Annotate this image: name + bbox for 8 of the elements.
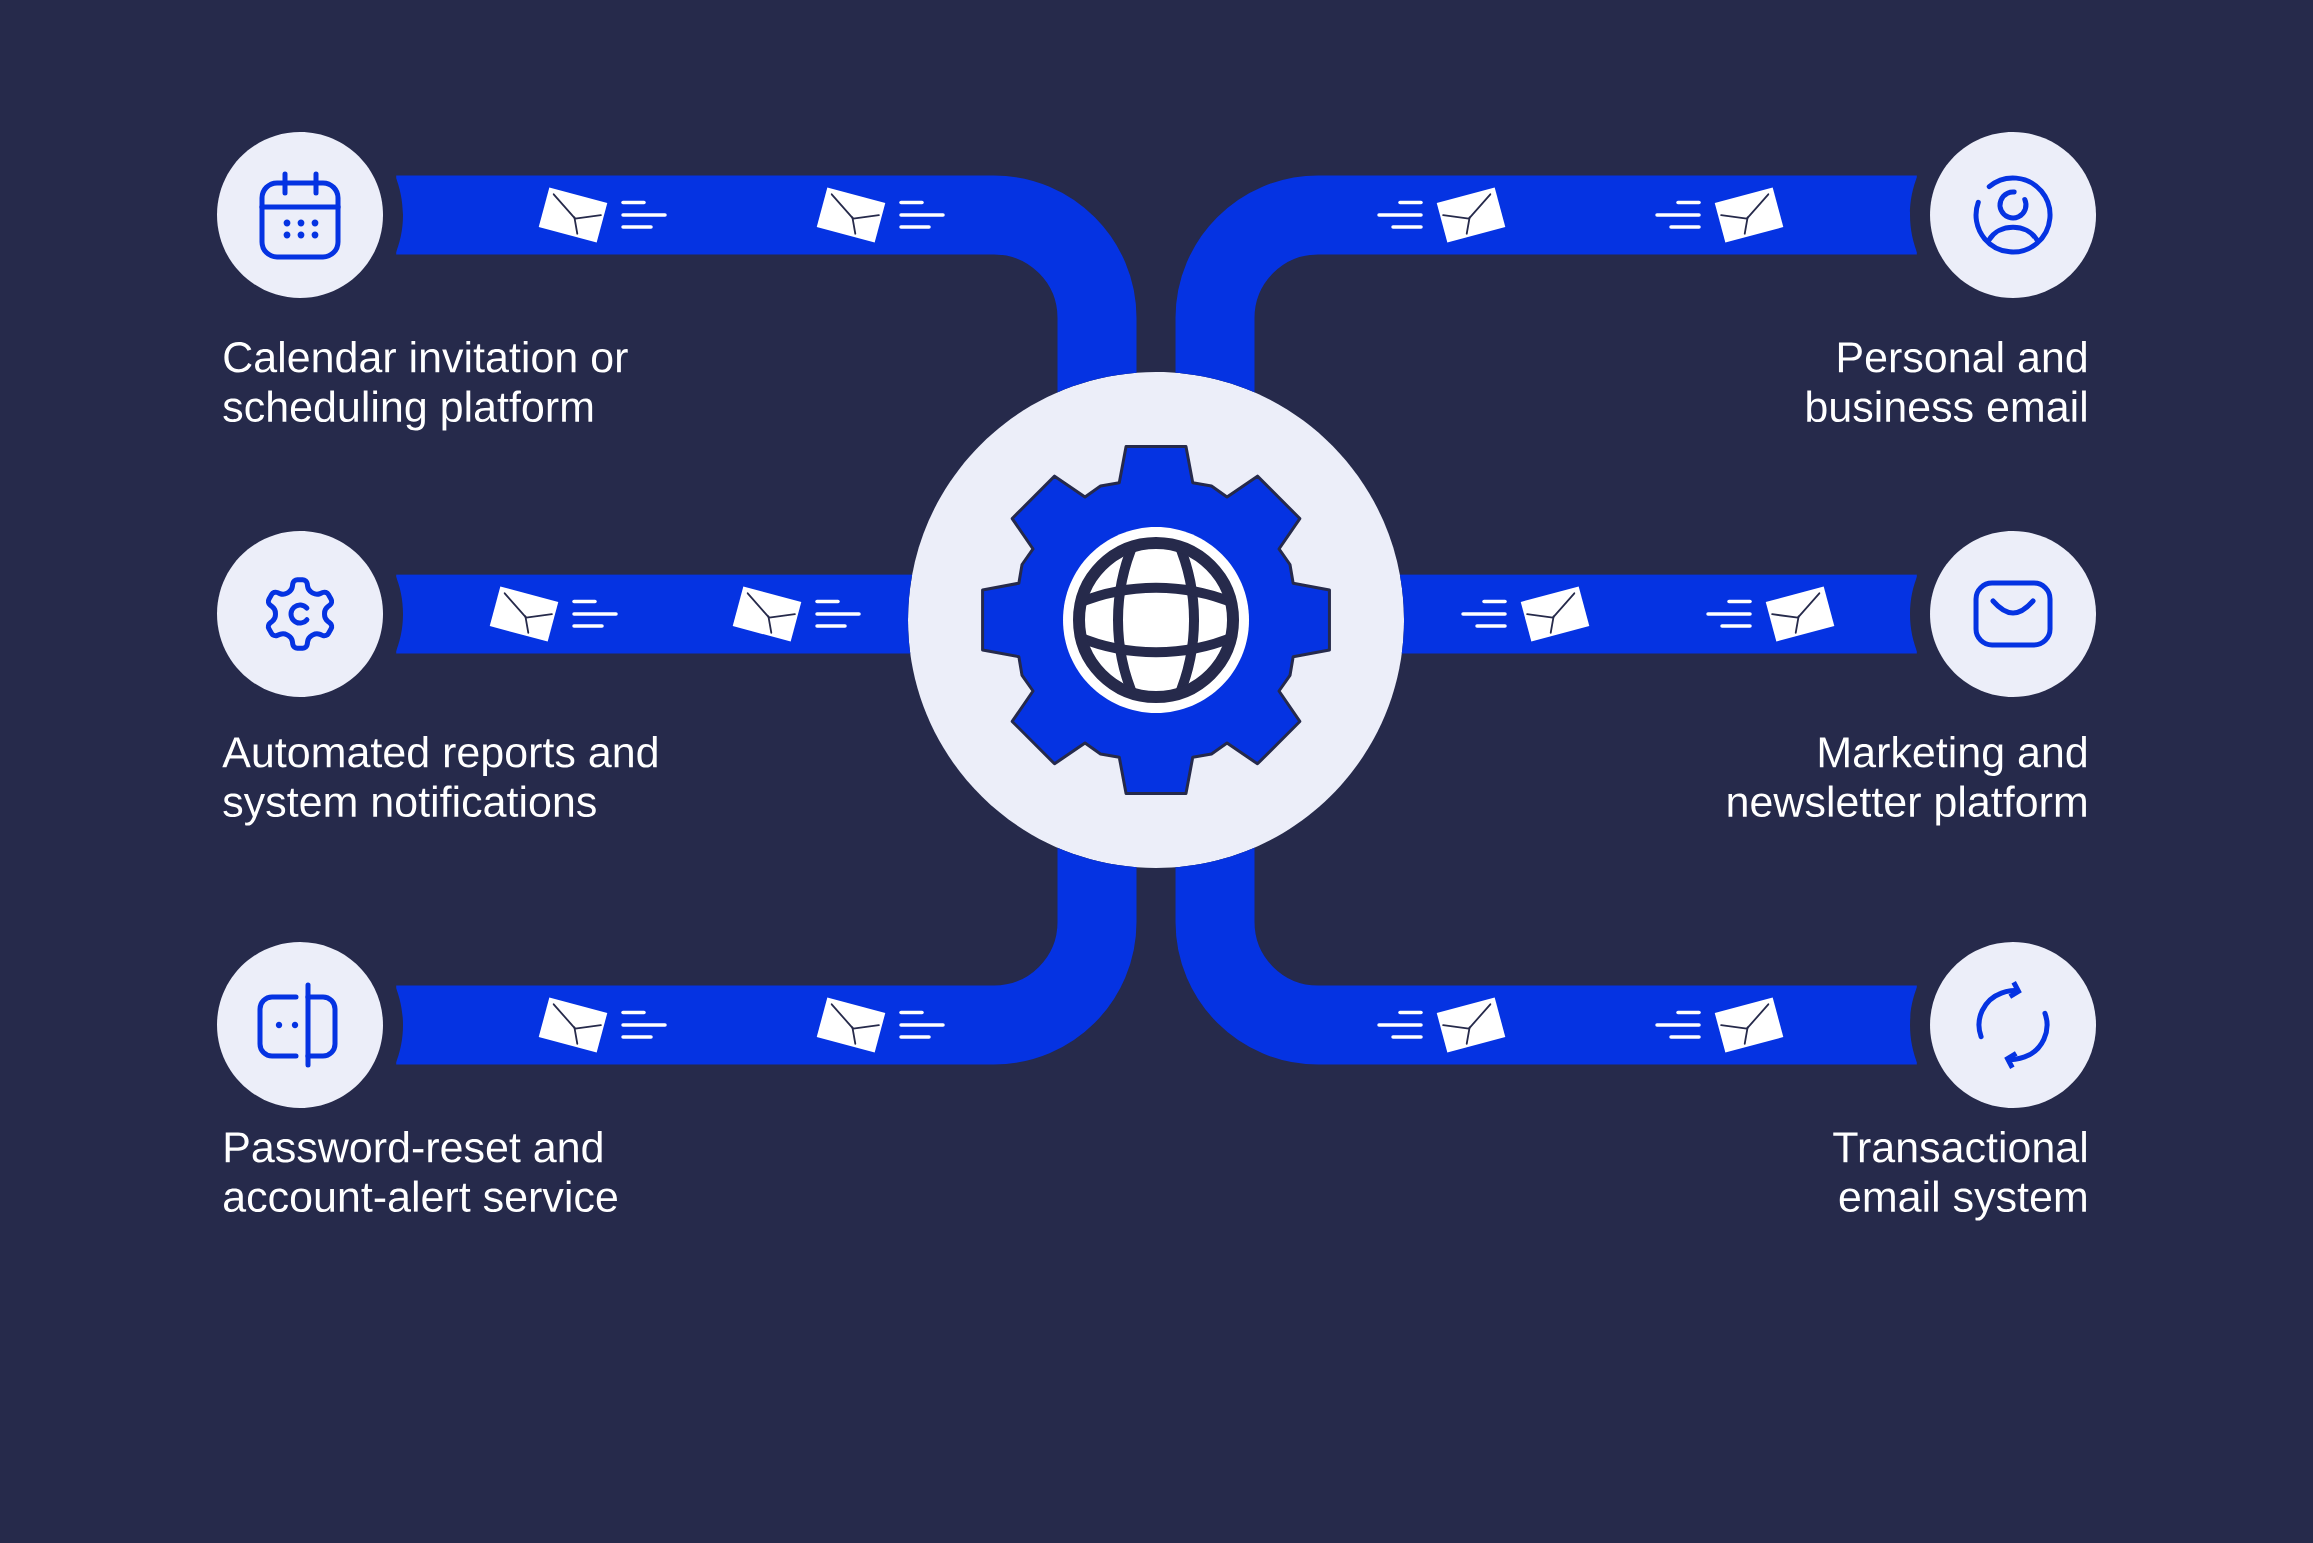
connector-band [396,574,913,654]
node-label: Calendar invitation or scheduling platform [223,341,628,431]
node-label: Personal and business email [1807,341,2086,423]
connector-band [1399,574,1917,654]
node-label: Marketing and newsletter platform [1728,736,2086,826]
node-label: Automated reports and system notifications [222,736,657,826]
node-label: Password-reset and account-alert service [224,1131,617,1213]
node-label: Transactional email system [1833,1131,2086,1221]
